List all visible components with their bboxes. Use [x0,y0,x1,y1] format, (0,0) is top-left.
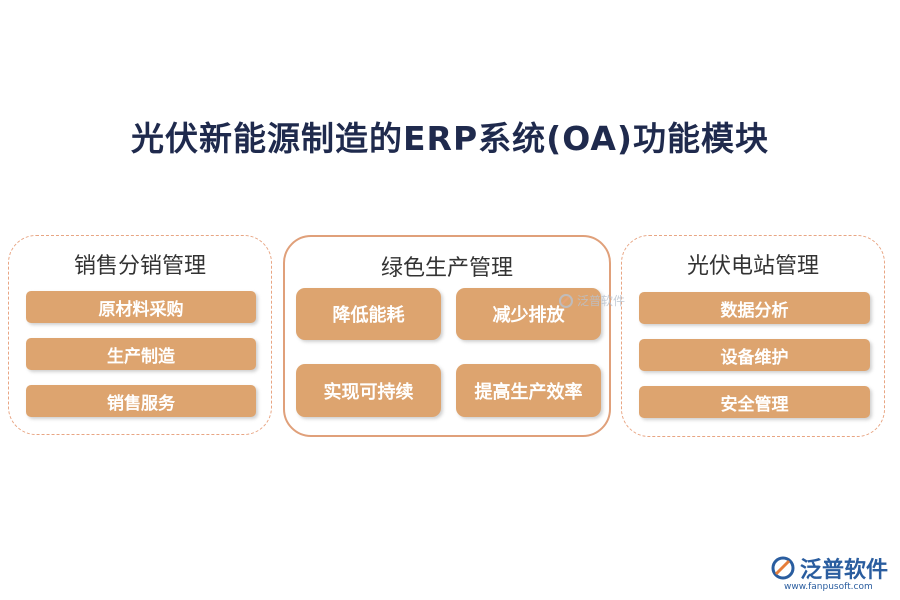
brand-logo: 泛普软件 [770,552,888,584]
fanpu-logo-icon [559,293,573,308]
panel-sales: 销售分销管理 原材料采购 生产制造 销售服务 [8,235,272,435]
page-title: 光伏新能源制造的ERP系统(OA)功能模块 [130,119,769,158]
module-item[interactable]: 数据分析 [639,292,870,324]
watermark: 泛普软件 [558,292,625,309]
panel-title-pv: 光伏电站管理 [686,254,819,279]
panel-title-sales: 销售分销管理 [73,254,206,279]
panel-title-green: 绿色生产管理 [380,256,513,281]
module-item[interactable]: 销售服务 [26,385,256,417]
module-item[interactable]: 减少排放 [456,288,601,340]
module-item[interactable]: 安全管理 [639,386,870,418]
module-item[interactable]: 提高生产效率 [456,364,601,417]
module-item[interactable]: 原材料采购 [26,291,256,323]
module-item[interactable]: 设备维护 [639,339,870,371]
module-item[interactable]: 实现可持续 [296,364,441,417]
panel-green-production: 绿色生产管理 降低能耗 减少排放 实现可持续 提高生产效率 [283,235,611,437]
brand-logo-text: 泛普软件 [800,558,889,583]
panel-pv-station: 光伏电站管理 数据分析 设备维护 安全管理 [621,235,885,437]
brand-url: www.fanpusoft.com [784,582,873,592]
watermark-text: 泛普软件 [577,294,626,308]
module-item[interactable]: 降低能耗 [296,288,441,340]
fanpu-logo-icon [771,556,795,580]
module-item[interactable]: 生产制造 [26,338,256,370]
